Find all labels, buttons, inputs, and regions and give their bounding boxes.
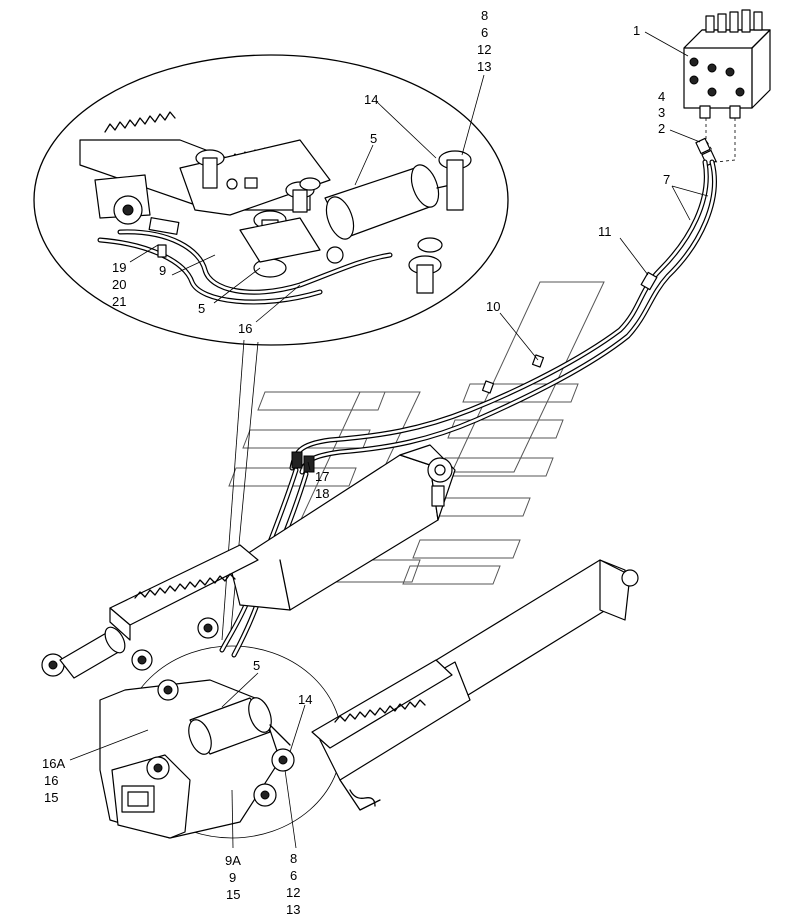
callout-1: 1 [633, 23, 640, 38]
hydraulic-hose-run [219, 159, 717, 658]
callout-9-top: 9 [159, 263, 166, 278]
callout-7: 7 [663, 172, 670, 187]
callout-10: 10 [486, 299, 500, 314]
callout-8-top: 8 [481, 8, 488, 23]
detail-bracket [179, 139, 331, 216]
callout-labels: 1 4 3 2 7 11 10 8 6 12 13 14 5 19 20 21 … [42, 8, 670, 917]
callout-4: 4 [658, 89, 665, 104]
callout-13-top: 13 [477, 59, 491, 74]
callout-2: 2 [658, 121, 665, 136]
callout-6-bottom: 6 [290, 868, 297, 883]
pivot-joints-lower [41, 617, 295, 807]
callout-20: 20 [112, 277, 126, 292]
callout-6-top: 6 [481, 25, 488, 40]
callout-5-mid: 5 [198, 301, 205, 316]
ratchet-rail-right [311, 659, 453, 749]
left-arm-cylinder [59, 626, 126, 679]
callout-12-top: 12 [477, 42, 491, 57]
callout-17: 17 [315, 469, 329, 484]
boom-frame-right [319, 559, 639, 811]
callout-12-bottom: 12 [286, 885, 300, 900]
callout-16A: 16A [42, 756, 65, 771]
steering-cylinder-lower [188, 697, 291, 755]
detail-cylinder [324, 164, 456, 240]
callout-16-bottom: 16 [44, 773, 58, 788]
callout-9A: 9A [225, 853, 241, 868]
control-valve-assembly [683, 9, 771, 119]
detail-drive-motor [94, 174, 151, 225]
ratchet-rail-left [109, 544, 259, 641]
callout-3: 3 [658, 105, 665, 120]
callout-15-bottom-2: 15 [226, 887, 240, 902]
callout-9-bottom: 9 [229, 870, 236, 885]
callout-11: 11 [598, 224, 612, 239]
callout-21: 21 [112, 294, 126, 309]
callout-18: 18 [315, 486, 329, 501]
callout-13-bottom: 13 [286, 902, 300, 917]
callout-19: 19 [112, 260, 126, 275]
detail-view-ellipse [33, 54, 509, 346]
callout-14-bottom: 14 [298, 692, 312, 707]
leader-lines [69, 31, 709, 849]
detail-pivot-joints [195, 149, 472, 294]
callout-15-bottom: 15 [44, 790, 58, 805]
callout-14-top: 14 [364, 92, 378, 107]
callout-5-top: 5 [370, 131, 377, 146]
callout-16-top: 16 [238, 321, 252, 336]
boom-frame-upper [229, 444, 456, 611]
callout-5-bottom: 5 [253, 658, 260, 673]
callout-8-bottom: 8 [290, 851, 297, 866]
